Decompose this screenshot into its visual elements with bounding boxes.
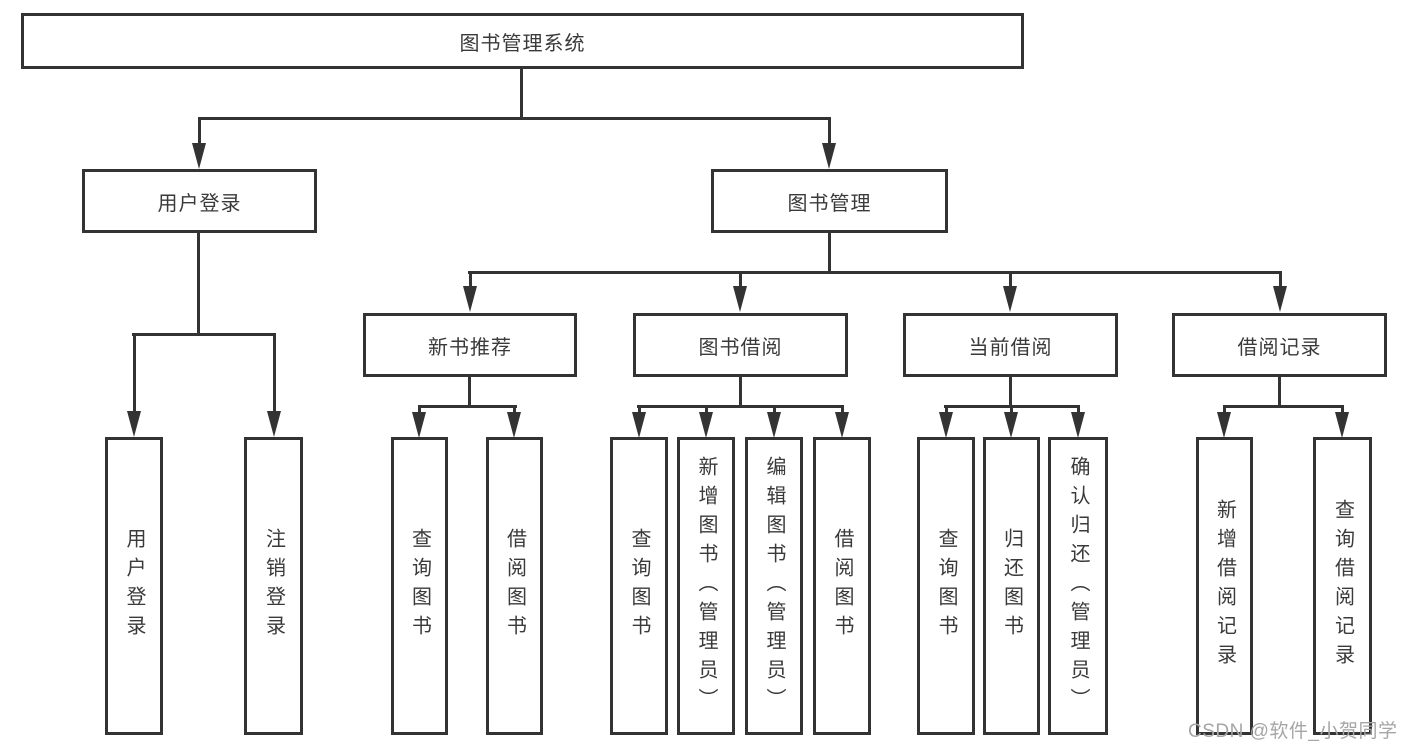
arrowhead-to-login-leaf-icon	[127, 335, 141, 437]
arrowhead-to-current-borrow-icon	[1003, 273, 1017, 312]
edge-current-borrow-vertical-line	[1009, 376, 1012, 407]
node-book-management: 图书管理	[711, 169, 948, 233]
arrowhead-borrow-add-book-icon	[699, 407, 713, 438]
node-user-login-leaf: 用户登录	[105, 437, 163, 735]
arrowhead-borrow-edit-book-icon	[767, 407, 781, 438]
node-current-borrow: 当前借阅	[903, 313, 1118, 377]
edge-root-vertical-line	[520, 68, 523, 119]
node-current-confirm-return-admin: 确认归还（管理员）	[1048, 437, 1108, 735]
node-borrow-records: 借阅记录	[1172, 313, 1387, 377]
arrowhead-to-logout-leaf-icon	[267, 335, 281, 437]
arrowhead-to-user-login-icon	[192, 119, 206, 169]
edge-book-borrow-vertical-line	[739, 376, 742, 407]
node-logout-leaf: 注销登录	[244, 437, 303, 735]
edge-borrow-records-horizontal-line	[1223, 405, 1344, 408]
node-user-login-branch: 用户登录	[82, 169, 317, 233]
arrowhead-records-add-record-icon	[1217, 407, 1231, 438]
edge-borrow-records-vertical-line	[1278, 376, 1281, 407]
node-borrow-borrow-book: 借阅图书	[813, 437, 871, 735]
edge-new-book-recommend-vertical-line	[468, 376, 471, 407]
arrowhead-current-return-book-icon	[1004, 407, 1018, 438]
arrowhead-borrow-borrow-book-icon	[835, 407, 849, 438]
arrowhead-newrec-query-book-icon	[412, 407, 426, 438]
node-borrow-query-book: 查询图书	[610, 437, 668, 735]
arrowhead-records-query-record-icon	[1335, 407, 1349, 438]
node-records-add-record: 新增借阅记录	[1196, 437, 1253, 735]
edge-book-management-vertical-line	[828, 232, 831, 274]
arrowhead-newrec-borrow-book-icon	[507, 407, 521, 438]
edge-book-management-horizontal-line	[468, 271, 1282, 274]
edge-current-borrow-horizontal-line	[944, 405, 1080, 408]
arrowhead-to-new-book-recommend-icon	[463, 273, 477, 312]
arrowhead-current-query-book-icon	[939, 407, 953, 438]
arrowhead-to-book-borrow-icon	[733, 273, 747, 312]
edge-root-horizontal-line	[198, 117, 831, 120]
arrowhead-to-book-management-icon	[822, 119, 836, 169]
arrowhead-to-borrow-records-icon	[1273, 273, 1287, 312]
csdn-watermark: CSDN @软件_小贺同学	[1188, 721, 1398, 742]
node-newrec-borrow-book: 借阅图书	[486, 437, 543, 735]
node-library-management-system: 图书管理系统	[21, 13, 1024, 69]
edge-user-login-vertical-line	[197, 232, 200, 335]
edge-new-book-recommend-horizontal-line	[418, 405, 517, 408]
node-current-query-book: 查询图书	[917, 437, 975, 735]
arrowhead-current-confirm-return-icon	[1071, 407, 1085, 438]
node-new-book-recommend: 新书推荐	[363, 313, 577, 377]
node-borrow-edit-book-admin: 编辑图书（管理员）	[745, 437, 803, 735]
edge-user-login-horizontal-line	[132, 333, 276, 336]
node-book-borrow: 图书借阅	[633, 313, 848, 377]
node-newrec-query-book: 查询图书	[391, 437, 448, 735]
node-current-return-book: 归还图书	[983, 437, 1040, 735]
node-records-query-record: 查询借阅记录	[1313, 437, 1372, 735]
edge-book-borrow-horizontal-line	[637, 405, 844, 408]
arrowhead-borrow-query-book-icon	[632, 407, 646, 438]
node-borrow-add-book-admin: 新增图书（管理员）	[677, 437, 735, 735]
